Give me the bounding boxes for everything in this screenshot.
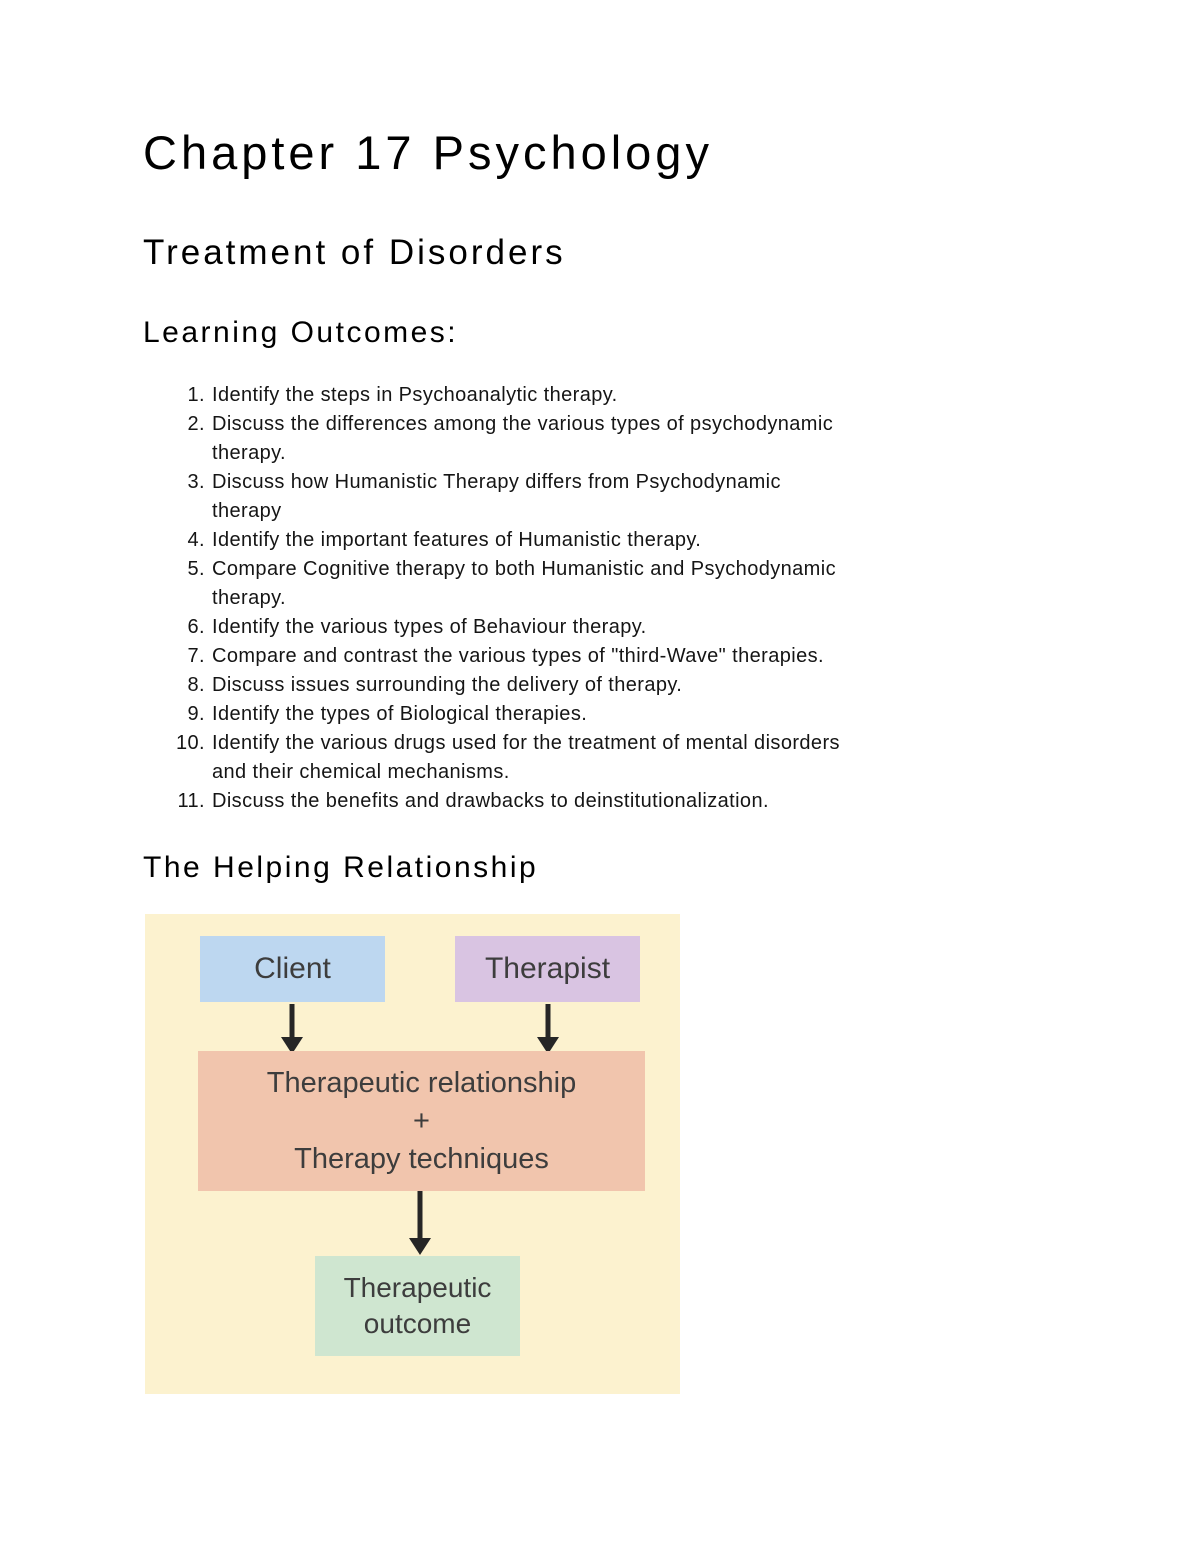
list-item-number: 5.: [187, 558, 205, 580]
therapist-box: Therapist: [455, 936, 640, 1002]
list-item-number: 7.: [187, 645, 205, 667]
down-arrow-icon: [407, 1191, 433, 1255]
list-item-number: 8.: [187, 674, 205, 696]
list-item: 2. Discuss the differences among the vari…: [143, 410, 843, 468]
list-item: 9. Identify the types of Biological thera…: [143, 700, 843, 729]
list-item: 1. Identify the steps in Psychoanalytic t…: [143, 381, 843, 410]
list-item-text: Identify the steps in Psychoanalytic the…: [212, 384, 618, 406]
list-item-text: Identify the various drugs used for the …: [212, 732, 840, 783]
list-item-text: Compare Cognitive therapy to both Humani…: [212, 558, 836, 609]
list-item-number: 11.: [177, 790, 205, 812]
client-box: Client: [200, 936, 385, 1002]
outcome-label-line2: outcome: [363, 1308, 472, 1339]
relationship-label-line2: Therapy techniques: [294, 1143, 549, 1175]
list-item-text: Discuss the differences among the variou…: [212, 413, 834, 464]
list-item-number: 2.: [187, 413, 205, 435]
down-arrow-icon: [279, 1004, 305, 1054]
list-item-text: Discuss issues surrounding the delivery …: [212, 674, 683, 696]
list-item-text: Identify the various types of Behaviour …: [212, 616, 647, 638]
outcome-label-line1: Therapeutic: [343, 1272, 492, 1303]
list-item: 3. Discuss how Humanistic Therapy differs…: [143, 468, 843, 526]
down-arrow-icon: [535, 1004, 561, 1054]
list-item: 10. Identify the various drugs used for t…: [143, 729, 843, 787]
list-item-number: 9.: [187, 703, 205, 725]
list-item-text: Compare and contrast the various types o…: [212, 645, 824, 667]
list-item: 8. Discuss issues surrounding the deliver…: [143, 671, 843, 700]
list-item-number: 4.: [187, 529, 205, 551]
list-item: 6. Identify the various types of Behaviou…: [143, 613, 843, 642]
list-item-number: 3.: [187, 471, 205, 493]
list-item-text: Identify the important features of Human…: [212, 529, 702, 551]
subtitle: Treatment of Disorders: [143, 233, 566, 272]
client-label: Client: [254, 952, 331, 985]
learning-outcomes-heading: Learning Outcomes:: [143, 316, 459, 349]
list-item-text: Discuss the benefits and drawbacks to de…: [212, 790, 769, 812]
list-item: 4. Identify the important features of Hum…: [143, 526, 843, 555]
list-item-number: 10.: [175, 732, 205, 754]
list-item-text: Identify the types of Biological therapi…: [212, 703, 588, 725]
list-item: 11. Discuss the benefits and drawbacks to…: [143, 787, 843, 816]
list-item-number: 6.: [187, 616, 205, 638]
therapist-label: Therapist: [484, 952, 611, 985]
plus-sign: +: [413, 1105, 430, 1137]
list-item: 7. Compare and contrast the various types…: [143, 642, 843, 671]
learning-outcomes-list: 1. Identify the steps in Psychoanalytic t…: [143, 381, 843, 816]
page-title: Chapter 17 Psychology: [143, 126, 713, 179]
list-item: 5. Compare Cognitive therapy to both Huma…: [143, 555, 843, 613]
list-item-text: Discuss how Humanistic Therapy differs f…: [212, 471, 781, 522]
therapeutic-outcome-box: Therapeutic outcome: [315, 1256, 520, 1356]
helping-relationship-diagram: Client Therapist Therapeutic relationshi…: [145, 914, 680, 1394]
therapeutic-relationship-box: Therapeutic relationship + Therapy techn…: [198, 1051, 645, 1191]
document-content: Chapter 17 Psychology Treatment of Disor…: [143, 126, 843, 1394]
list-item-number: 1.: [187, 384, 205, 406]
helping-relationship-heading: The Helping Relationship: [143, 851, 539, 884]
relationship-label-line1: Therapeutic relationship: [266, 1067, 577, 1099]
